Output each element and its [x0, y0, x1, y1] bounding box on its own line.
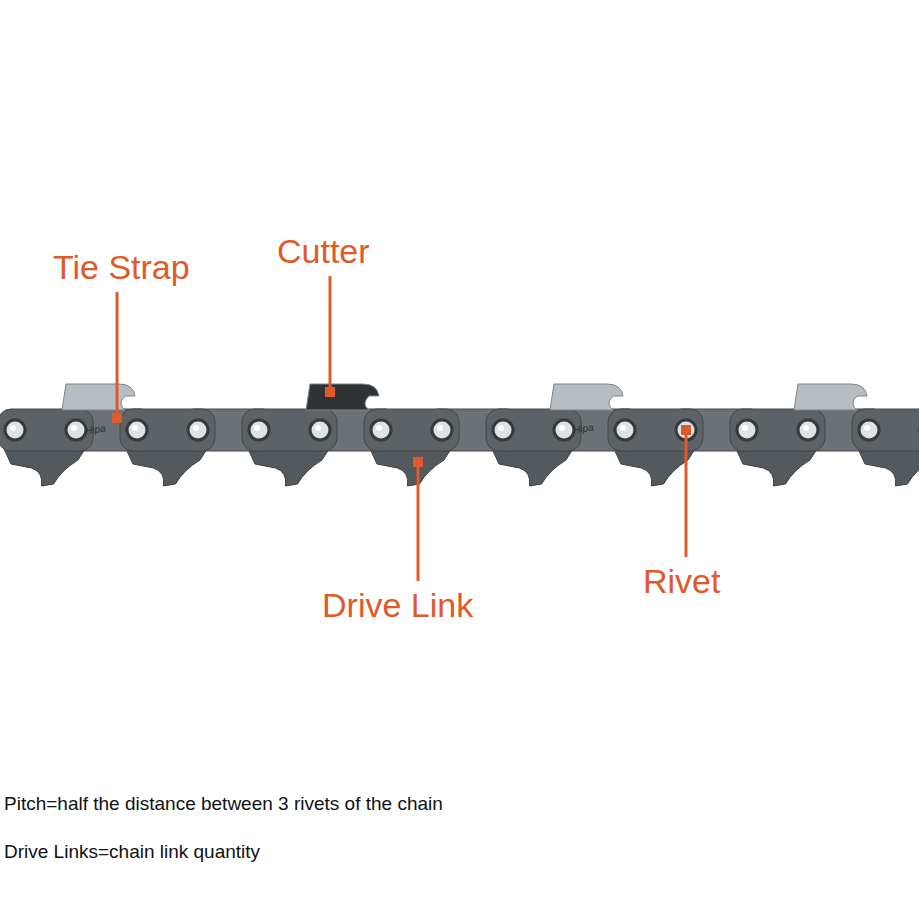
rivet-highlight [498, 425, 504, 431]
cutter-tooth [306, 384, 379, 410]
rivet-head [66, 420, 86, 440]
side-plate [608, 409, 703, 451]
rivet-highlight [742, 425, 748, 431]
rivet-head [432, 420, 452, 440]
rivet-highlight [864, 425, 870, 431]
leader-end [413, 457, 423, 467]
rivet-head [310, 420, 330, 440]
rivet-head [737, 420, 757, 440]
rivet-highlight [132, 425, 138, 431]
rivet-highlight [803, 425, 809, 431]
rivet-head [554, 420, 574, 440]
side-plate [730, 409, 825, 451]
part-name: Rivet [643, 562, 720, 601]
part-name: Cutter [277, 232, 370, 271]
leader-end [681, 425, 691, 435]
rivet-head [798, 420, 818, 440]
side-plates [0, 409, 919, 451]
rivet-highlight [437, 425, 443, 431]
cutter-tooth [794, 384, 867, 410]
rivet-head [188, 420, 208, 440]
side-plate [364, 409, 459, 451]
rivet-head [249, 420, 269, 440]
rivet-highlight [376, 425, 382, 431]
rivet-head [859, 420, 879, 440]
rivet-highlight [193, 425, 199, 431]
rivet-highlight [315, 425, 321, 431]
part-name: Tie Strap [53, 248, 190, 287]
cutters [62, 384, 867, 410]
part-name: Drive Link [322, 586, 473, 625]
side-plate [486, 409, 581, 451]
cutter-tooth [62, 384, 135, 410]
leader-end [325, 387, 335, 397]
rivet-highlight [10, 425, 16, 431]
rivet-highlight [71, 425, 77, 431]
rivet-head [127, 420, 147, 440]
rivet-highlight [559, 425, 565, 431]
leader-line [116, 292, 119, 418]
leader-line [329, 276, 332, 392]
rivets [5, 420, 919, 440]
note-text: Pitch=half the distance between 3 rivets… [4, 793, 443, 815]
side-plate [852, 409, 919, 451]
side-plate [0, 409, 93, 451]
rivet-highlight [254, 425, 260, 431]
rivet-head [493, 420, 513, 440]
side-plate [242, 409, 337, 451]
note-text: Drive Links=chain link quantity [4, 841, 260, 863]
leader-end [112, 413, 122, 423]
leader-lines [112, 276, 691, 581]
rivet-head [371, 420, 391, 440]
leader-line [685, 430, 688, 557]
rivet-highlight [620, 425, 626, 431]
cutter-tooth [550, 384, 623, 410]
rivet-head [615, 420, 635, 440]
rivet-head [5, 420, 25, 440]
leader-line [417, 462, 420, 581]
side-plate [120, 409, 215, 451]
